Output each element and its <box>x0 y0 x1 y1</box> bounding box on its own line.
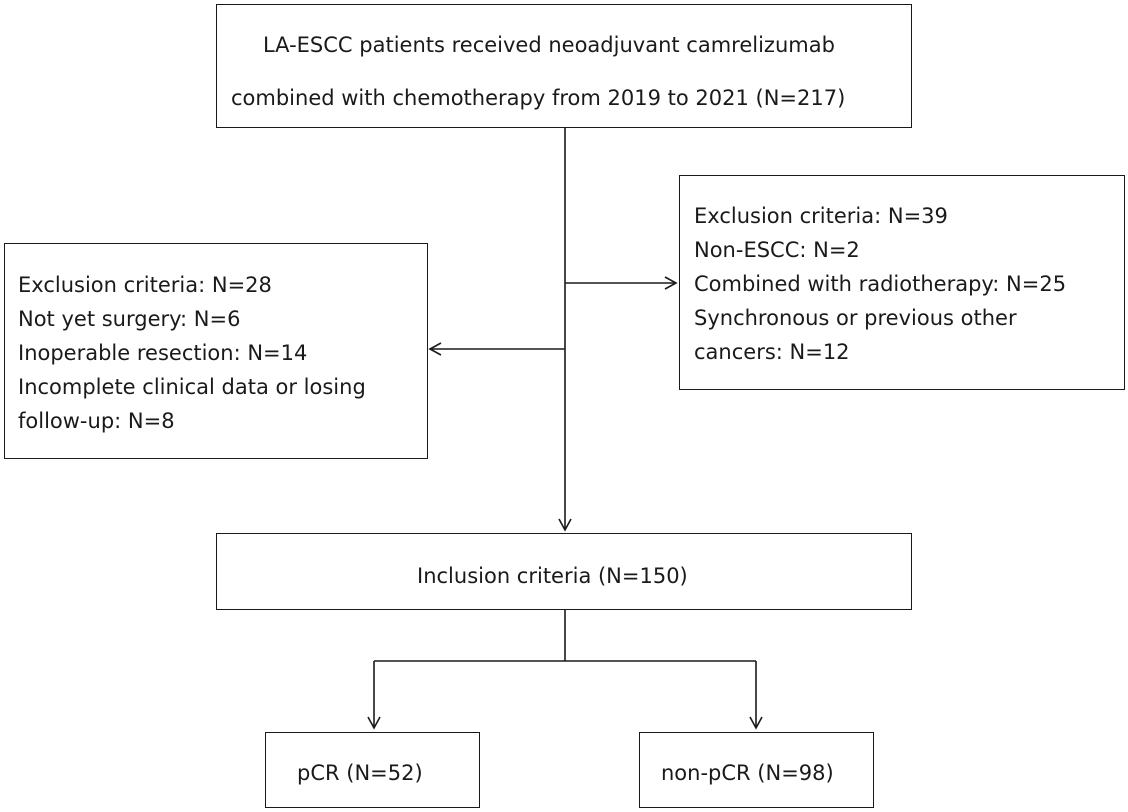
top-cohort-box <box>216 4 912 128</box>
left-exclusion-not-surgery: Not yet surgery: N=6 <box>18 307 241 331</box>
left-exclusion-incomplete-line1: Incomplete clinical data or losing <box>18 375 366 399</box>
non-pcr-label: non-pCR (N=98) <box>661 761 834 785</box>
right-exclusion-other-cancers-line2: cancers: N=12 <box>694 340 850 364</box>
pcr-box <box>265 732 480 808</box>
right-exclusion-non-escc: Non-ESCC: N=2 <box>694 238 860 262</box>
top-cohort-line1: LA-ESCC patients received neoadjuvant ca… <box>263 33 835 57</box>
inclusion-label: Inclusion criteria (N=150) <box>417 564 688 588</box>
left-exclusion-inoperable: Inoperable resection: N=14 <box>18 341 308 365</box>
right-exclusion-other-cancers-line1: Synchronous or previous other <box>694 306 1017 330</box>
left-exclusion-total: Exclusion criteria: N=28 <box>18 273 272 297</box>
right-exclusion-total: Exclusion criteria: N=39 <box>694 204 948 228</box>
top-cohort-line2: combined with chemotherapy from 2019 to … <box>231 86 846 110</box>
left-exclusion-box <box>4 243 428 459</box>
inclusion-box <box>216 533 912 610</box>
pcr-label: pCR (N=52) <box>297 761 423 785</box>
non-pcr-box <box>639 732 874 808</box>
right-exclusion-box <box>679 175 1125 390</box>
left-exclusion-incomplete-line2: follow-up: N=8 <box>18 409 175 433</box>
right-exclusion-radiotherapy: Combined with radiotherapy: N=25 <box>694 272 1067 296</box>
